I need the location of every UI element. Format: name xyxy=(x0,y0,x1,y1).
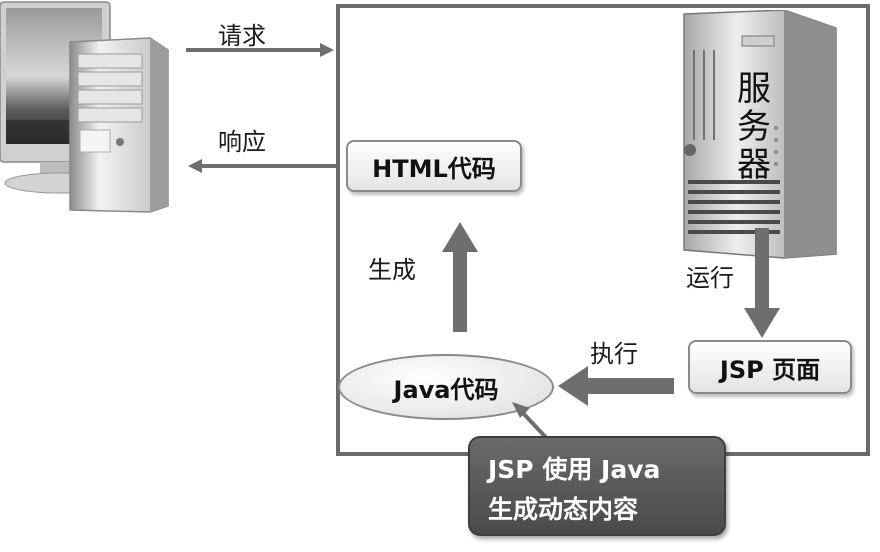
server-tower-icon xyxy=(683,10,837,259)
response-arrow xyxy=(188,159,336,173)
execute-arrow xyxy=(558,366,674,406)
note-line-2: 生成动态内容 xyxy=(488,495,639,524)
response-label: 响应 xyxy=(218,128,266,156)
generate-label: 生成 xyxy=(368,256,416,284)
request-label: 请求 xyxy=(218,22,266,50)
note-line-1: JSP 使用 Java xyxy=(488,455,661,484)
jsp-page-box: JSP 页面 xyxy=(688,340,852,394)
server-label: 服务器 xyxy=(737,69,771,185)
client-computer-icon xyxy=(0,1,169,213)
html-code-box: HTML代码 xyxy=(346,140,522,192)
html-code-label: HTML代码 xyxy=(372,154,496,183)
jsp-page-label: JSP 页面 xyxy=(719,355,821,384)
java-code-label: Java代码 xyxy=(393,375,499,404)
run-label: 运行 xyxy=(686,264,734,292)
generate-arrow xyxy=(442,222,478,332)
execute-label: 执行 xyxy=(590,340,638,368)
request-arrow xyxy=(186,43,334,57)
run-arrow xyxy=(744,228,780,338)
jsp-note-callout: JSP 使用 Java 生成动态内容 xyxy=(468,436,726,536)
